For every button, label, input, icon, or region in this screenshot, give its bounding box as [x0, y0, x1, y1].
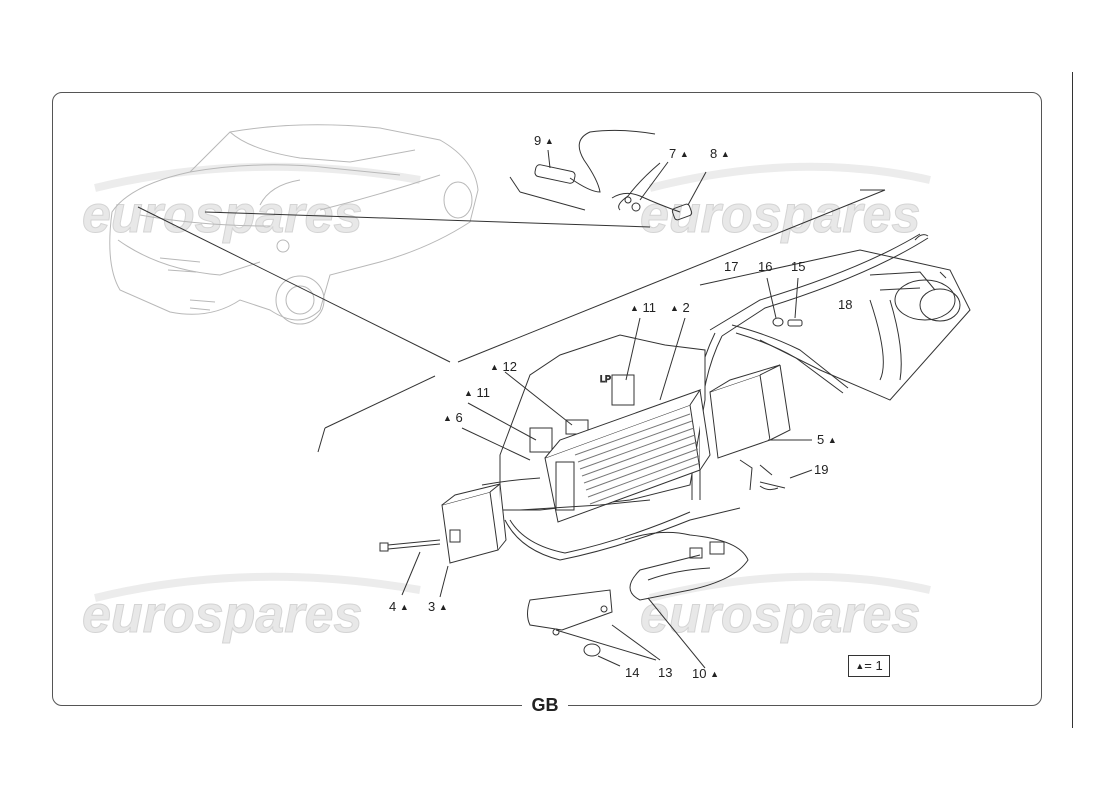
triangle-icon: ▲	[630, 303, 639, 313]
callout-7[interactable]: 7 ▲	[669, 147, 689, 161]
triangle-icon: ▲	[827, 435, 837, 445]
callout-number: 17	[724, 259, 739, 274]
callout-number: 9	[534, 133, 542, 148]
callout-14[interactable]: 14	[625, 666, 639, 680]
callout-number: 6	[455, 410, 463, 425]
callout-number: 5	[817, 432, 825, 447]
callout-13[interactable]: 13	[658, 666, 672, 680]
callout-number: 10	[692, 666, 707, 681]
callout-number: 19	[814, 462, 829, 477]
callout-number: 8	[710, 146, 718, 161]
triangle-icon: ▲	[679, 149, 689, 159]
callout-17[interactable]: 17	[724, 260, 738, 274]
callout-19[interactable]: 19	[814, 463, 828, 477]
callout-number: 11	[642, 300, 657, 315]
watermark-bottom-right: eurospares	[640, 586, 920, 644]
fasteners-15-16	[766, 277, 803, 327]
callout-number: 11	[476, 385, 491, 400]
callout-number: 7	[669, 146, 677, 161]
callout-8[interactable]: 8 ▲	[710, 147, 730, 161]
callout-18[interactable]: 18	[838, 298, 852, 312]
triangle-icon: ▲	[670, 303, 679, 313]
callout-number: 2	[682, 300, 690, 315]
lower-harness	[461, 317, 813, 669]
callout-number: 13	[658, 665, 673, 680]
triangle-icon: ▲	[438, 602, 448, 612]
triangle-icon: ▲	[464, 388, 473, 398]
amplifier-unit	[544, 389, 711, 523]
callout-3[interactable]: 3 ▲	[428, 600, 448, 614]
callout-10[interactable]: 10 ▲	[692, 667, 719, 681]
callout-11-left[interactable]: ▲ 11	[464, 386, 490, 400]
page-edge-line	[1072, 72, 1073, 728]
triangle-icon: ▲	[855, 661, 865, 671]
watermark-top-right: eurospares	[640, 186, 920, 244]
triangle-icon: ▲	[720, 149, 730, 159]
callout-11-top[interactable]: ▲ 11	[630, 301, 656, 315]
triangle-icon: ▲	[399, 602, 409, 612]
callout-16[interactable]: 16	[758, 260, 772, 274]
callout-12[interactable]: ▲ 12	[490, 360, 517, 374]
quantity-legend: ▲= 1	[848, 655, 890, 677]
callout-number: 16	[758, 259, 773, 274]
box-3-bolt-4	[379, 483, 507, 598]
svg-text:LP: LP	[600, 374, 611, 384]
callout-9[interactable]: 9 ▲	[534, 134, 554, 148]
legend-text: = 1	[864, 658, 883, 673]
detail-harness-top	[534, 129, 707, 221]
watermark-group: eurospares eurospares eurospares eurospa…	[82, 162, 931, 645]
callout-4[interactable]: 4 ▲	[389, 600, 409, 614]
callout-15[interactable]: 15	[791, 260, 805, 274]
callout-5[interactable]: 5 ▲	[817, 433, 837, 447]
car-outline	[109, 124, 479, 325]
callout-number: 14	[625, 665, 640, 680]
diagram-frame	[52, 92, 1042, 706]
callout-number: 3	[428, 599, 436, 614]
callout-number: 12	[502, 359, 518, 374]
callout-6[interactable]: ▲ 6	[443, 411, 463, 425]
watermark-bottom-left: eurospares	[82, 586, 362, 644]
triangle-icon: ▲	[710, 669, 720, 679]
callout-number: 18	[838, 297, 853, 312]
guide-lines	[137, 176, 886, 453]
triangle-icon: ▲	[544, 136, 554, 146]
detail-panel-right	[699, 233, 971, 401]
triangle-icon: ▲	[443, 413, 452, 423]
callout-number: 15	[791, 259, 806, 274]
callout-number: 4	[389, 599, 397, 614]
callout-2[interactable]: ▲ 2	[670, 301, 690, 315]
module-5	[709, 364, 812, 459]
triangle-icon: ▲	[490, 362, 499, 372]
footer-label: GB	[522, 692, 568, 718]
